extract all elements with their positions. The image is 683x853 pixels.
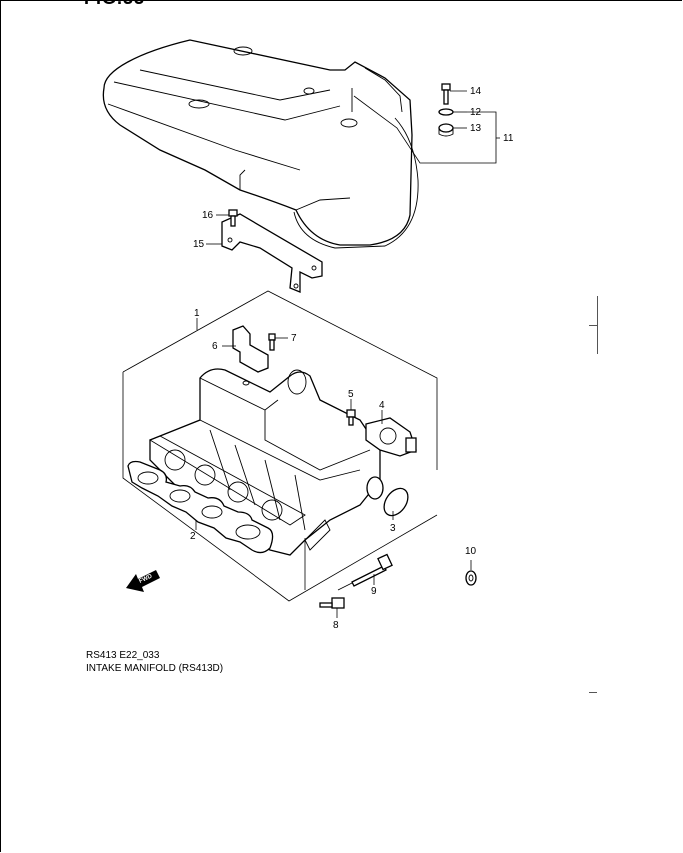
screw-7	[268, 333, 276, 351]
callout-13: 13	[470, 123, 482, 134]
callout-16: 16	[202, 210, 214, 221]
leader-lines	[195, 90, 500, 618]
callout-4: 4	[379, 400, 385, 411]
callout-9: 9	[371, 586, 377, 597]
callout-6: 6	[212, 341, 218, 352]
assembly-frame-bottom	[122, 372, 438, 602]
margin-mark-tick	[589, 325, 598, 326]
throttle-body-4	[365, 417, 417, 457]
callout-3: 3	[390, 523, 396, 534]
gasket-2	[127, 460, 274, 554]
callout-10: 10	[465, 546, 477, 557]
callout-12: 12	[470, 107, 482, 118]
stud-bolt-9	[351, 553, 393, 587]
grommet-13	[438, 123, 454, 137]
bolt-16	[228, 209, 238, 227]
bolt-8	[319, 597, 345, 609]
callout-5: 5	[348, 389, 354, 400]
callout-2: 2	[190, 531, 196, 542]
margin-mark-dash	[589, 692, 597, 693]
bracket-6	[232, 325, 269, 373]
washer-10	[465, 570, 477, 586]
fwd-arrow-icon: FWD	[126, 570, 160, 592]
callout-7: 7	[291, 333, 297, 344]
callout-11: 11	[503, 133, 514, 144]
callout-1: 1	[194, 308, 200, 319]
bolt-14	[441, 83, 451, 105]
washer-12	[438, 108, 454, 116]
callout-14: 14	[470, 86, 482, 97]
callout-8: 8	[333, 620, 339, 631]
callout-labels: 1 2 3 4 5 6 7 8 9 10 11 12 13 14 15 16	[190, 86, 514, 631]
callout-15: 15	[193, 239, 205, 250]
diagram-caption: INTAKE MANIFOLD (RS413D)	[86, 663, 224, 674]
figure-title: FIG.33	[84, 0, 145, 9]
fwd-label: FWD	[138, 573, 154, 584]
bracket-15	[221, 213, 323, 293]
diagram-code: RS413 E22_033	[86, 650, 160, 661]
o-ring-3	[383, 487, 409, 517]
assembly-frame-top	[122, 290, 438, 470]
engine-cover	[102, 39, 419, 249]
